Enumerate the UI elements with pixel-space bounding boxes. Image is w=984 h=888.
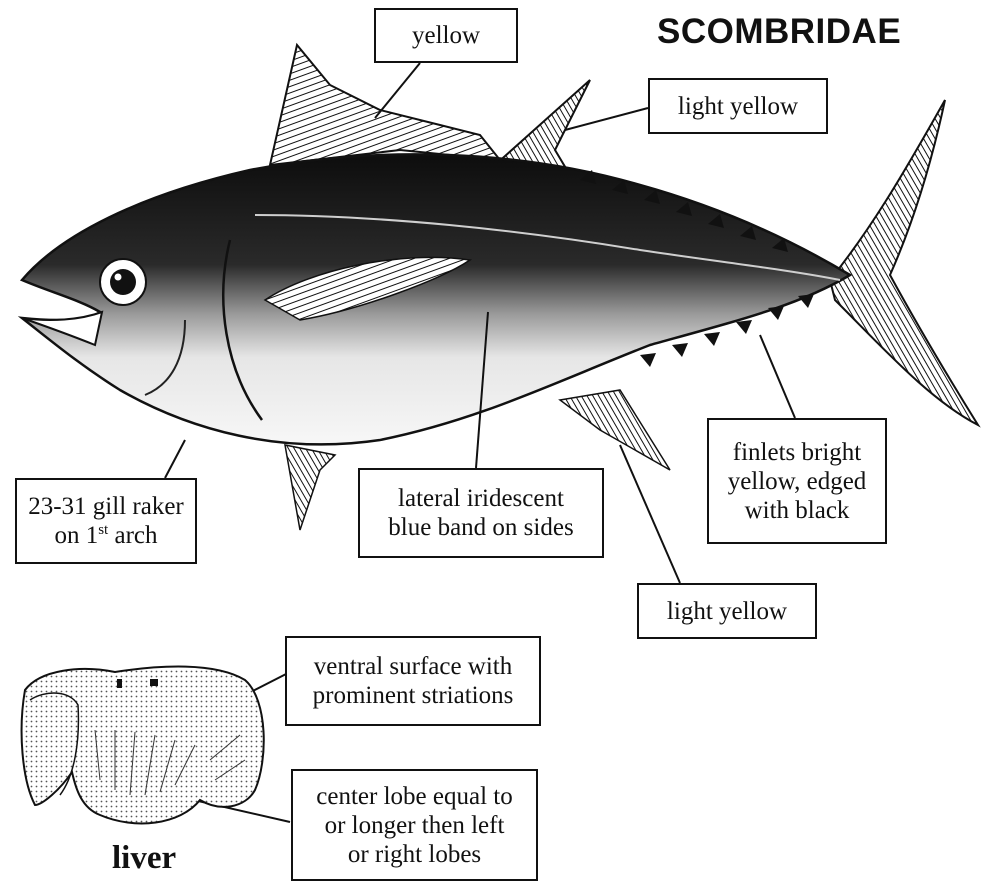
label-finlets: finlets bright yellow, edged with black	[707, 418, 887, 544]
label-dorsal-fin: yellow	[374, 8, 518, 63]
label-text: prominent striations	[313, 681, 514, 710]
label-text: light yellow	[667, 597, 787, 626]
fish-body	[22, 154, 850, 444]
label-text: yellow, edged	[728, 467, 867, 496]
label-text: blue band on sides	[388, 513, 573, 542]
label-lateral-band: lateral iridescent blue band on sides	[358, 468, 604, 558]
label-text: or right lobes	[348, 840, 481, 869]
eye-highlight	[115, 274, 122, 281]
anal-fin	[560, 390, 670, 470]
label-text: lateral iridescent	[398, 484, 564, 513]
pelvic-fin	[285, 445, 335, 530]
label-text: ventral surface with	[314, 652, 513, 681]
eye-pupil	[110, 269, 136, 295]
label-text: center lobe equal to	[316, 782, 512, 811]
liver-mark	[150, 679, 158, 686]
label-text: on 1st arch	[54, 521, 157, 550]
liver-mark	[117, 679, 122, 688]
label-text: finlets bright	[733, 438, 861, 467]
label-text: light yellow	[678, 92, 798, 121]
label-text: 23-31 gill raker	[28, 492, 184, 521]
label-gill-raker: 23-31 gill raker on 1st arch	[15, 478, 197, 564]
label-text: yellow	[412, 21, 480, 50]
family-title: SCOMBRIDAE	[657, 12, 901, 52]
caudal-fin	[830, 100, 978, 425]
label-anal-fin: light yellow	[637, 583, 817, 639]
liver-title: liver	[112, 840, 176, 877]
label-text: with black	[745, 496, 850, 525]
label-liver-surface: ventral surface with prominent striation…	[285, 636, 541, 726]
label-text: or longer then left	[325, 811, 505, 840]
label-liver-lobe: center lobe equal to or longer then left…	[291, 769, 538, 881]
label-second-dorsal-fin: light yellow	[648, 78, 828, 134]
